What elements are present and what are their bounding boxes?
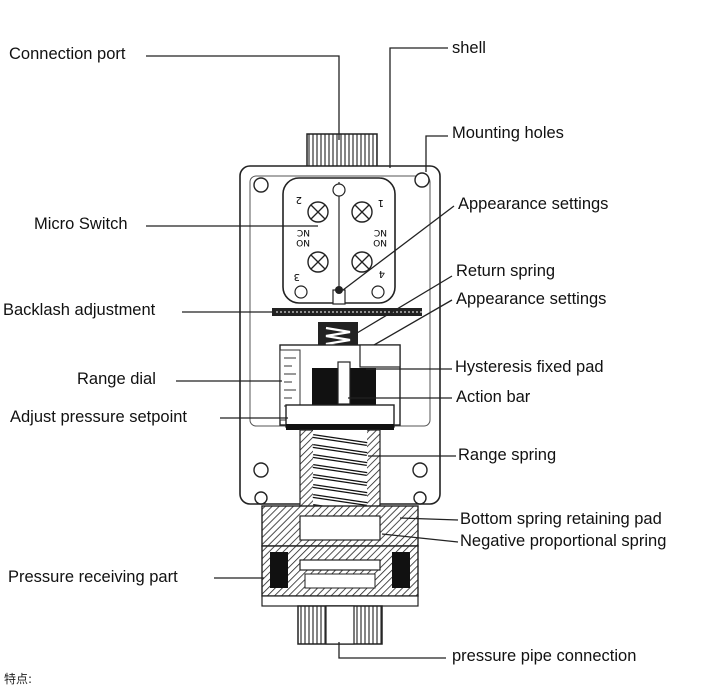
no-left-label: NO bbox=[296, 237, 310, 247]
footer-text: 特点: bbox=[4, 672, 33, 686]
leader-lines bbox=[146, 47, 459, 659]
connection-port-part bbox=[306, 133, 378, 169]
label-return-spring: Return spring bbox=[456, 262, 556, 280]
terminal-4-label: 4 bbox=[379, 268, 385, 279]
setpoint-plate bbox=[285, 404, 395, 430]
label-mounting-holes: Mounting holes bbox=[452, 124, 564, 142]
label-micro-switch: Micro Switch bbox=[34, 215, 128, 233]
label-connection-port: Connection port bbox=[9, 45, 126, 63]
label-pressure-receiving-part: Pressure receiving part bbox=[8, 568, 178, 586]
label-bottom-spring-retaining-pad: Bottom spring retaining pad bbox=[460, 510, 662, 528]
label-negative-proportional-spring: Negative proportional spring bbox=[460, 532, 667, 550]
nc-left-label: NC bbox=[297, 227, 310, 237]
no-right-label: NO bbox=[373, 237, 387, 247]
backlash-adjustment-plate bbox=[272, 308, 422, 316]
terminal-3-label: 3 bbox=[294, 271, 300, 282]
label-adjust-pressure-setpoint: Adjust pressure setpoint bbox=[10, 408, 188, 426]
plunger bbox=[332, 286, 346, 305]
terminal-2-label: 2 bbox=[296, 194, 302, 205]
label-hysteresis-fixed-pad: Hysteresis fixed pad bbox=[455, 358, 604, 376]
pressure-receiving-assembly bbox=[261, 505, 419, 607]
label-range-dial: Range dial bbox=[77, 370, 156, 388]
label-range-spring: Range spring bbox=[458, 446, 557, 464]
micro-switch-block: 2 1 3 4 NC NO NC NO bbox=[282, 177, 396, 304]
terminal-1-label: 1 bbox=[378, 197, 384, 208]
label-appearance-settings-mid: Appearance settings bbox=[456, 290, 607, 308]
mounting-holes bbox=[253, 172, 430, 505]
nc-right-label: NC bbox=[374, 227, 387, 237]
label-appearance-settings-top: Appearance settings bbox=[458, 195, 609, 213]
label-action-bar: Action bar bbox=[456, 388, 531, 406]
pressure-pipe-connection-part bbox=[297, 605, 383, 645]
label-pressure-pipe-connection: pressure pipe connection bbox=[452, 647, 637, 665]
label-backlash-adjustment: Backlash adjustment bbox=[3, 301, 156, 319]
label-shell: shell bbox=[452, 39, 486, 57]
